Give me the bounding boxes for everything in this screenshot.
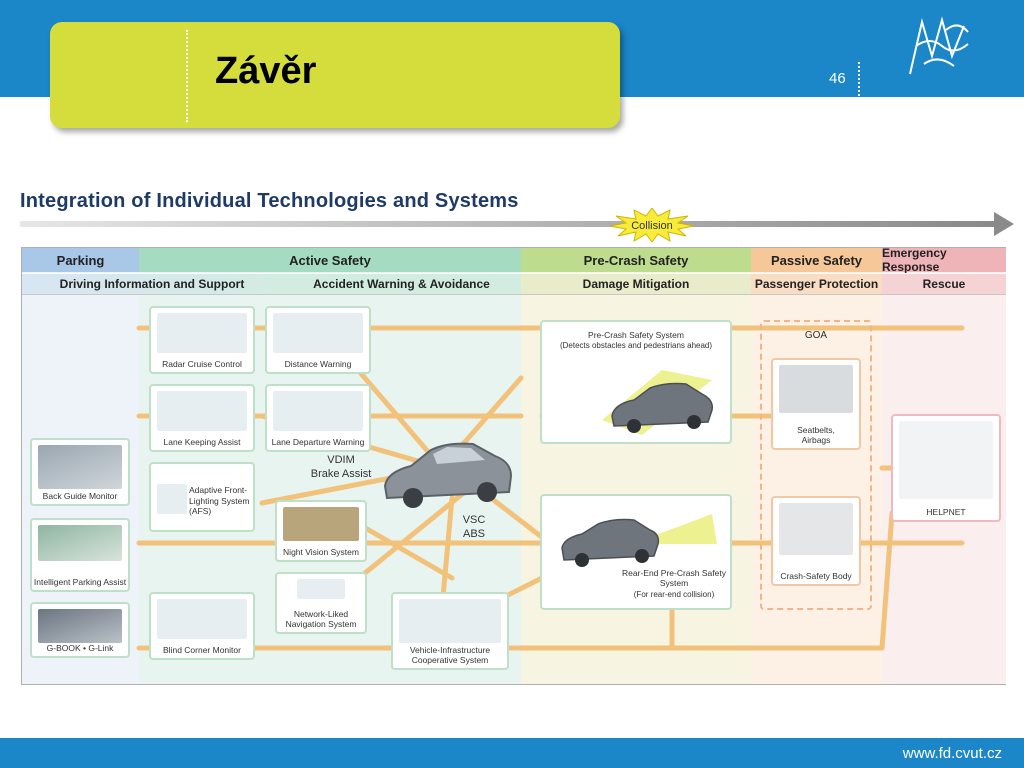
title-separator	[186, 30, 188, 122]
header-active-safety: Active Safety	[139, 248, 521, 272]
navigation-card: Network-Liked Navigation System	[275, 572, 367, 634]
timeline-arrowhead	[994, 212, 1014, 236]
integration-diagram: Parking Active Safety Pre-Crash Safety P…	[21, 246, 1006, 685]
footer-url[interactable]: www.fd.cvut.cz	[902, 745, 1002, 762]
footer-bar: www.fd.cvut.cz	[0, 738, 1024, 768]
seatbelts-card: Seatbelts, Airbags	[771, 358, 861, 450]
parking-assist-card: Intelligent Parking Assist	[30, 518, 130, 592]
pre-crash-system-card: Pre-Crash Safety System (Detects obstacl…	[540, 320, 732, 444]
goa-label: GOA	[804, 330, 828, 341]
lane-keeping-card: Lane Keeping Assist	[149, 384, 255, 452]
university-logo-icon	[909, 16, 969, 75]
central-car-icon	[383, 442, 513, 508]
goa-frame	[760, 320, 872, 610]
blind-corner-card: Blind Corner Monitor	[149, 592, 255, 660]
crash-safety-body-image	[779, 503, 853, 555]
abs-label: ABS	[462, 528, 485, 540]
subheader-passenger-protection: Passenger Protection	[751, 273, 882, 295]
parking-assist-image	[38, 525, 122, 561]
rear-end-pre-crash-card: Rear-End Pre-Crash Safety System (For re…	[540, 494, 732, 610]
subheader-driving-info: Driving Information and Support	[22, 273, 282, 295]
collision-label: Collision	[631, 220, 673, 232]
blind-corner-image	[157, 599, 247, 639]
helpnet-image	[899, 421, 993, 499]
gbook-image	[38, 609, 122, 643]
diagram-title: Integration of Individual Technologies a…	[20, 190, 519, 212]
lane-departure-card: Lane Departure Warning	[265, 384, 371, 452]
header-emergency: Emergency Response	[882, 246, 1006, 274]
radar-cruise-image	[157, 313, 247, 353]
afs-card: Adaptive Front-Lighting System (AFS)	[149, 462, 255, 532]
vehicle-infrastructure-image	[399, 599, 501, 643]
lane-keeping-image	[157, 391, 247, 431]
vdim-label: VDIM	[327, 454, 355, 466]
gbook-card: G-BOOK • G-Link	[30, 602, 130, 658]
vehicle-infrastructure-card: Vehicle-Infrastructure Cooperative Syste…	[391, 592, 509, 670]
collision-burst: Collision	[610, 208, 694, 242]
header-parking: Parking	[22, 248, 139, 272]
helpnet-card: HELPNET	[891, 414, 1001, 522]
title-box: Závěr	[50, 22, 620, 128]
subheader-rescue: Rescue	[882, 273, 1006, 295]
slide-title: Závěr	[215, 50, 317, 92]
afs-image	[157, 484, 187, 514]
vsc-label: VSC	[462, 514, 486, 526]
night-vision-card: Night Vision System	[275, 500, 367, 562]
navigation-image	[297, 579, 345, 599]
subheader-damage-mitigation: Damage Mitigation	[521, 273, 751, 295]
back-guide-monitor-image	[38, 445, 122, 489]
subheader-accident-warning: Accident Warning & Avoidance	[282, 273, 521, 295]
seatbelts-image	[779, 365, 853, 413]
timeline-arrow	[20, 221, 995, 227]
rear-end-car-icon	[561, 514, 717, 567]
header-pre-crash: Pre-Crash Safety	[521, 248, 751, 272]
brake-assist-label: Brake Assist	[310, 468, 372, 480]
lane-departure-image	[273, 391, 363, 431]
crash-safety-body-card: Crash-Safety Body	[771, 496, 861, 586]
page-number: 46	[829, 70, 846, 87]
night-vision-image	[283, 507, 359, 541]
radar-cruise-card: Radar Cruise Control	[149, 306, 255, 374]
back-guide-monitor-card: Back Guide Monitor	[30, 438, 130, 506]
distance-warning-image	[273, 313, 363, 353]
page-number-separator	[858, 62, 860, 96]
header-passive-safety: Passive Safety	[751, 248, 882, 272]
distance-warning-card: Distance Warning	[265, 306, 371, 374]
pre-crash-car-icon	[602, 370, 714, 435]
